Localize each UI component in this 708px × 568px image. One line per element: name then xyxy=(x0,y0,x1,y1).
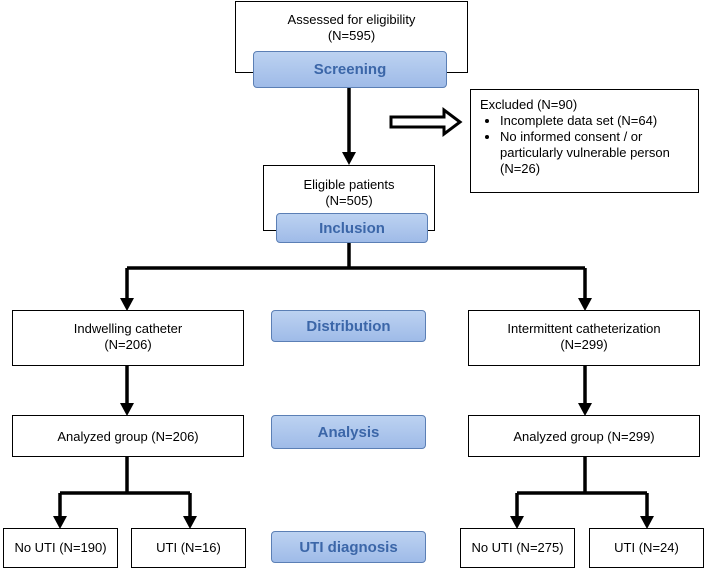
excluded-arrow xyxy=(389,107,463,137)
arrowhead xyxy=(510,516,524,529)
intermittent-label: Intermittent catheterization xyxy=(507,321,661,336)
indwelling-catheter-box: Indwelling catheter (N=206) xyxy=(12,310,244,366)
stage-screening: Screening xyxy=(253,51,447,88)
left-no-uti-box: No UTI (N=190) xyxy=(3,528,118,568)
right-uti-label: UTI (N=24) xyxy=(614,540,679,555)
arrowhead xyxy=(578,298,592,311)
intermittent-catheterization-box: Intermittent catheterization (N=299) xyxy=(468,310,700,366)
indwelling-count: (N=206) xyxy=(104,337,152,352)
excluded-box: Excluded (N=90) Incomplete data set (N=6… xyxy=(470,89,699,193)
right-uti-box: UTI (N=24) xyxy=(589,528,704,568)
left-uti-box: UTI (N=16) xyxy=(131,528,246,568)
stage-uti-diagnosis: UTI diagnosis xyxy=(271,531,426,563)
arrowhead xyxy=(578,403,592,416)
left-uti-label: UTI (N=16) xyxy=(156,540,221,555)
excluded-reason-item: Incomplete data set (N=64) xyxy=(500,113,690,129)
right-analyzed-label: Analyzed group (N=299) xyxy=(513,429,655,444)
arrowhead xyxy=(53,516,67,529)
stage-analysis: Analysis xyxy=(271,415,426,449)
excluded-reasons: Incomplete data set (N=64) No informed c… xyxy=(480,113,690,177)
stage-distribution: Distribution xyxy=(271,310,426,342)
arrowhead xyxy=(640,516,654,529)
indwelling-label: Indwelling catheter xyxy=(73,321,183,336)
right-no-uti-label: No UTI (N=275) xyxy=(471,540,564,555)
assessed-label: Assessed for eligibility xyxy=(287,12,416,27)
excluded-title: Excluded (N=90) xyxy=(480,97,578,112)
stage-inclusion: Inclusion xyxy=(276,213,428,243)
left-analyzed-label: Analyzed group (N=206) xyxy=(57,429,199,444)
right-analyzed-group-box: Analyzed group (N=299) xyxy=(468,415,700,457)
excluded-reason-item: No informed consent / or particularly vu… xyxy=(500,129,690,177)
intermittent-count: (N=299) xyxy=(560,337,608,352)
arrowhead xyxy=(183,516,197,529)
assessed-count: (N=595) xyxy=(327,28,376,43)
arrowhead xyxy=(120,403,134,416)
arrowhead xyxy=(120,298,134,311)
left-analyzed-group-box: Analyzed group (N=206) xyxy=(12,415,244,457)
eligible-label: Eligible patients xyxy=(303,177,395,192)
arrowhead xyxy=(342,152,356,165)
left-no-uti-label: No UTI (N=190) xyxy=(14,540,107,555)
eligible-count: (N=505) xyxy=(325,193,373,208)
right-no-uti-box: No UTI (N=275) xyxy=(460,528,575,568)
